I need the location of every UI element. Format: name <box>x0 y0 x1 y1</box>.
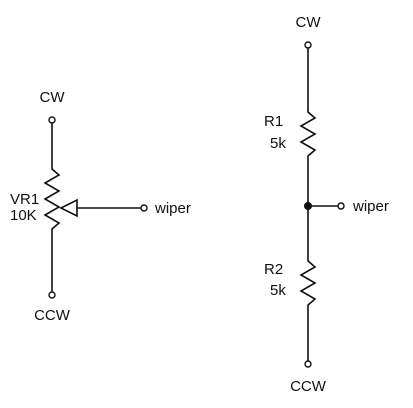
potentiometer-symbol: CW CCW VR1 10K wiper <box>10 89 191 324</box>
div-cw-terminal <box>304 41 312 49</box>
pot-wiper-arrow-icon <box>59 198 78 218</box>
pot-ccw-terminal <box>48 291 56 299</box>
div-ccw-terminal <box>304 360 312 368</box>
r1-value-label: 5k <box>270 135 286 152</box>
div-wiper-label: wiper <box>352 198 389 215</box>
pot-cw-label: CW <box>40 89 66 106</box>
pot-wiper-terminal <box>140 204 148 212</box>
r1-resistor-zigzag <box>299 111 317 157</box>
div-wiper-terminal <box>337 202 345 210</box>
r2-designator-label: R2 <box>264 261 283 278</box>
r2-resistor-zigzag <box>299 260 317 306</box>
pot-value-label: 10K <box>10 207 37 224</box>
pot-cw-terminal <box>48 116 56 124</box>
div-cw-label: CW <box>296 14 322 31</box>
divider-equivalent: CW R1 5k wiper R2 5k CCW <box>264 14 389 395</box>
r2-value-label: 5k <box>270 282 286 299</box>
pot-designator-label: VR1 <box>10 191 39 208</box>
pot-wiper-label: wiper <box>154 200 191 217</box>
div-ccw-label: CCW <box>290 378 327 395</box>
r1-designator-label: R1 <box>264 113 283 130</box>
pot-resistor-zigzag <box>43 168 61 230</box>
pot-ccw-label: CCW <box>34 307 71 324</box>
